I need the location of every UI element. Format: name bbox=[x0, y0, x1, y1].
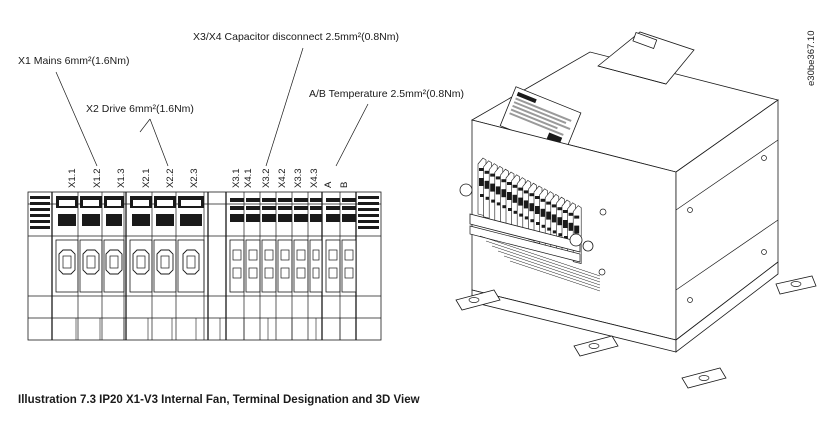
terminal-cell-small bbox=[261, 192, 277, 340]
callout-x1-mains: X1 Mains 6mm²(1.6Nm) bbox=[18, 55, 129, 67]
terminal-cell-small bbox=[341, 192, 357, 340]
terminal-label-x4-2: X4.2 bbox=[277, 168, 288, 188]
reference-id: e30be367.10 bbox=[806, 31, 817, 86]
terminal-label-a: A bbox=[323, 181, 334, 188]
drive-3d-view bbox=[455, 31, 817, 389]
terminal-label-x2-1: X2.1 bbox=[141, 168, 152, 188]
terminal-cell-big bbox=[79, 192, 103, 340]
terminal-strip bbox=[27, 191, 382, 341]
terminal-label-x3-1: X3.1 bbox=[231, 168, 242, 188]
terminal-label-b: B bbox=[339, 182, 350, 188]
terminal-label-x1-1: X1.1 bbox=[67, 168, 78, 188]
leader-lines bbox=[55, 47, 369, 167]
callout-ab-temperature: A/B Temperature 2.5mm²(0.8Nm) bbox=[309, 88, 464, 100]
terminal-cell-small bbox=[325, 192, 341, 340]
terminal-label-x2-3: X2.3 bbox=[189, 168, 200, 188]
terminal-cell-big bbox=[55, 192, 79, 340]
terminal-cell-big bbox=[153, 192, 177, 340]
terminal-label-x4-1: X4.1 bbox=[243, 168, 254, 188]
terminal-cell-small bbox=[277, 192, 293, 340]
terminal-cell-small bbox=[245, 192, 261, 340]
terminal-label-x3-2: X3.2 bbox=[261, 168, 272, 188]
terminal-label-x4-3: X4.3 bbox=[309, 168, 320, 188]
terminal-cell-small bbox=[309, 192, 323, 340]
terminal-cell-big bbox=[103, 192, 125, 340]
callout-x2-drive: X2 Drive 6mm²(1.6Nm) bbox=[86, 103, 194, 115]
terminal-cell-big bbox=[177, 192, 205, 340]
terminal-label-x3-3: X3.3 bbox=[293, 168, 304, 188]
terminal-label-x1-2: X1.2 bbox=[92, 168, 103, 188]
terminal-cell-small bbox=[293, 192, 309, 340]
terminal-label-x2-2: X2.2 bbox=[165, 168, 176, 188]
figure-caption: Illustration 7.3 IP20 X1-V3 Internal Fan… bbox=[18, 394, 420, 406]
callout-x3x4-capacitor: X3/X4 Capacitor disconnect 2.5mm²(0.8Nm) bbox=[193, 31, 399, 43]
terminal-label-x1-3: X1.3 bbox=[116, 168, 127, 188]
terminal-cell-big bbox=[129, 192, 153, 340]
terminal-cell-small bbox=[229, 192, 245, 340]
